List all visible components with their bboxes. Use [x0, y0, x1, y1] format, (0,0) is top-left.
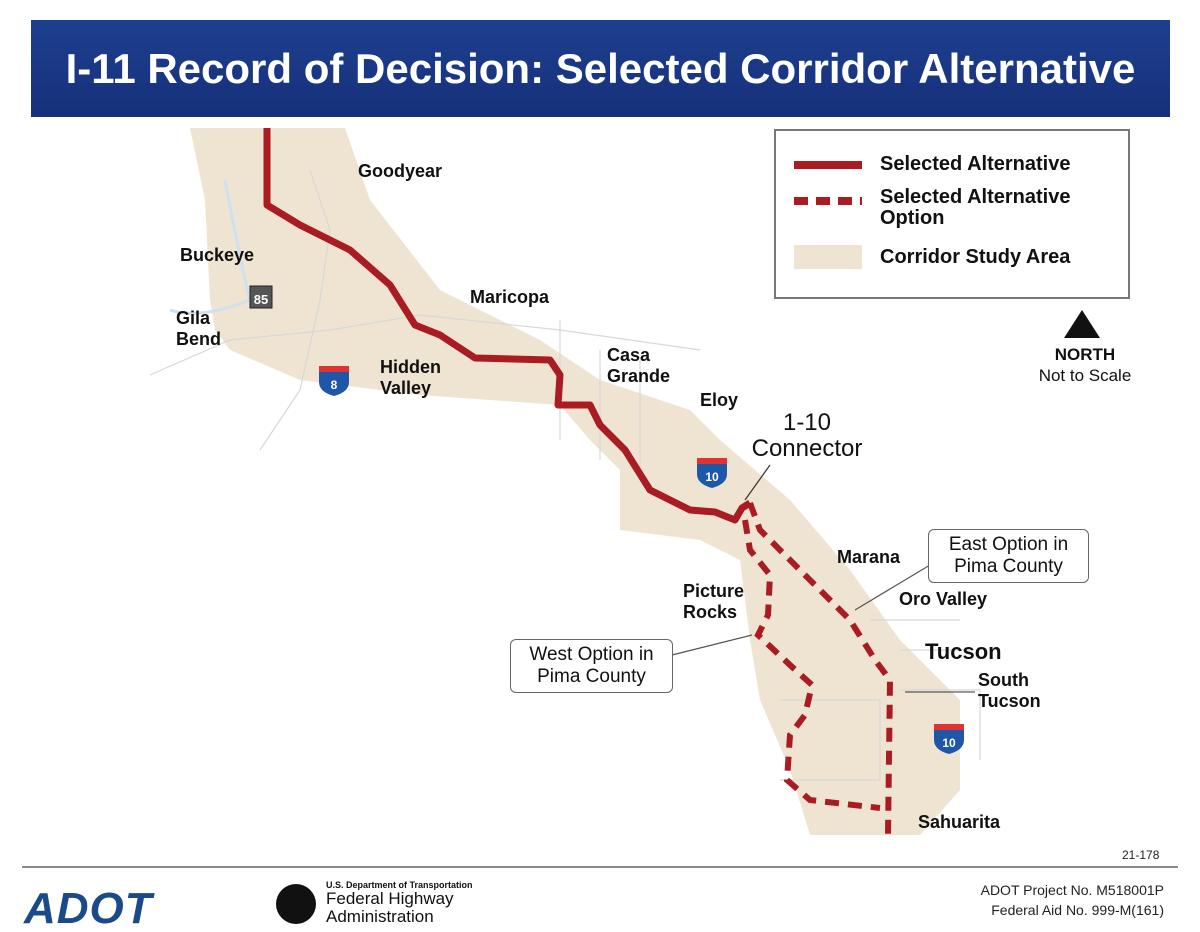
- legend-label: Selected Alternative Option: [880, 186, 1071, 229]
- place-label: Goodyear: [358, 161, 443, 181]
- place-label: Eloy: [700, 390, 739, 410]
- map-legend: Selected Alternative Selected Alternativ…: [774, 129, 1130, 299]
- east-option-route: [747, 501, 894, 836]
- north-arrow-icon: [1064, 310, 1100, 338]
- place-label: Maricopa: [470, 287, 550, 307]
- i10-shield-icon: 10: [934, 724, 964, 754]
- west-option-callout: West Option in Pima County: [510, 639, 673, 693]
- scale-note: Not to Scale: [1038, 366, 1132, 385]
- legend-label: Selected Alternative: [880, 153, 1071, 175]
- svg-text:85: 85: [254, 292, 268, 307]
- area-swatch: [794, 245, 862, 269]
- i8-shield-icon: 8: [319, 366, 349, 396]
- place-label: Marana: [837, 547, 901, 567]
- place-label: Sahuarita: [918, 812, 1001, 832]
- solid-line-swatch: [794, 160, 862, 169]
- place-label: Oro Valley: [899, 589, 988, 609]
- west-option-route: [742, 519, 881, 811]
- place-label: South Tucson: [978, 670, 1041, 711]
- svg-text:8: 8: [331, 378, 338, 392]
- fhwa-logo-icon: [276, 884, 316, 924]
- legend-option: Selected Alternative Option: [794, 187, 1105, 229]
- svg-text:10: 10: [705, 470, 719, 484]
- dashed-line-swatch: [794, 197, 862, 205]
- background-roads: [149, 169, 981, 781]
- west-callout-leader: [671, 634, 753, 656]
- place-label: Buckeye: [180, 245, 255, 265]
- footer-divider: [22, 866, 1178, 868]
- i10-shield-icon: 10: [697, 458, 727, 488]
- adot-logo: ADOT: [24, 884, 153, 932]
- sr85-shield-icon: 85: [249, 285, 273, 309]
- place-label: Casa Grande: [607, 345, 671, 386]
- north-label: NORTH: [1054, 345, 1116, 364]
- east-option-callout: East Option in Pima County: [928, 529, 1089, 583]
- corridor-study-area: [190, 128, 960, 835]
- place-label: Picture Rocks: [683, 581, 745, 622]
- project-number: ADOT Project No. M518001P: [980, 882, 1164, 898]
- connector-leader: [744, 464, 771, 501]
- page-title: I-11 Record of Decision: Selected Corrid…: [31, 20, 1170, 117]
- svg-text:10: 10: [942, 736, 956, 750]
- legend-label: Corridor Study Area: [880, 245, 1071, 268]
- connector-label: 1-10 Connector: [751, 409, 863, 462]
- selected-alternative-route: [263, 128, 752, 524]
- place-label: Hidden Valley: [380, 357, 441, 398]
- legend-selected: Selected Alternative: [794, 153, 1070, 176]
- document-code: 21-178: [1122, 848, 1160, 862]
- fhwa-department: U.S. Department of Transportation: [326, 880, 473, 890]
- place-label: Tucson: [925, 639, 1002, 664]
- fhwa-name: Federal Highway Administration: [326, 889, 454, 926]
- place-label: Gila Bend: [176, 308, 221, 349]
- fhwa-logo: U.S. Department of Transportation Federa…: [326, 880, 476, 926]
- north-indicator: NORTH Not to Scale: [1030, 344, 1140, 386]
- federal-aid-number: Federal Aid No. 999-M(161): [991, 902, 1164, 918]
- east-callout-leader: [854, 564, 931, 611]
- legend-study-area: Corridor Study Area: [794, 245, 1070, 269]
